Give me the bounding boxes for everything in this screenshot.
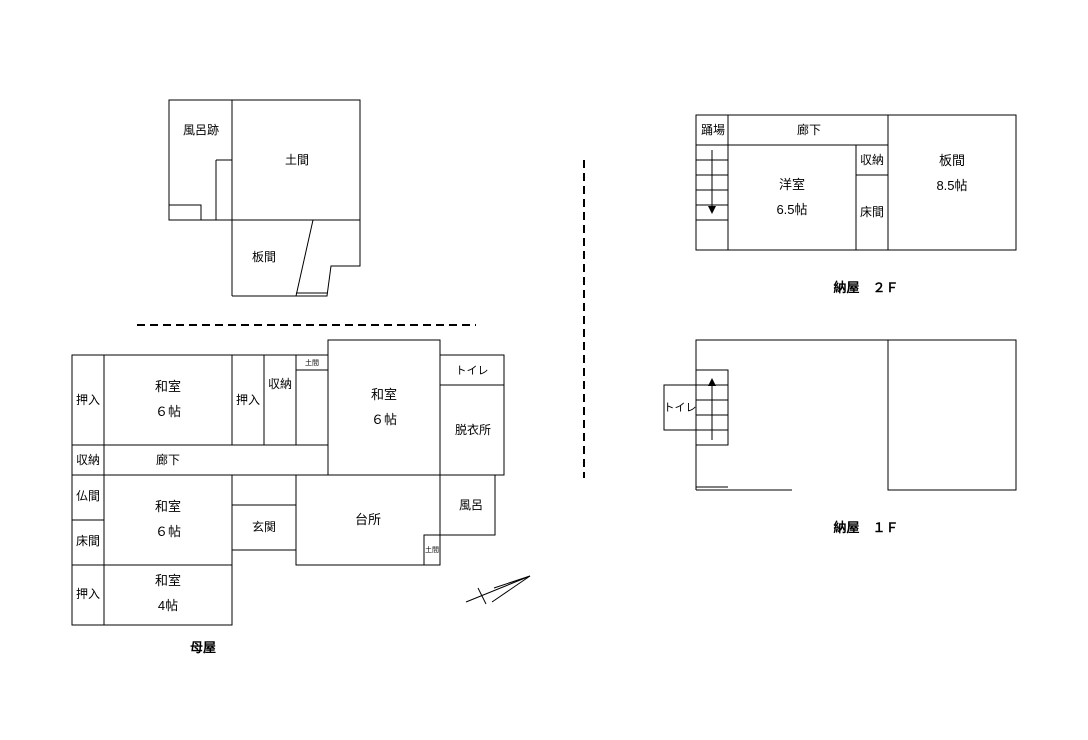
room-label-corridor-main: 廊下 — [156, 452, 180, 467]
caption-storage-2f: 納屋 ２Ｆ — [833, 280, 898, 295]
room-label-shuno-1: 収納 — [268, 377, 292, 391]
room-label-doma-top: 土間 — [285, 153, 309, 167]
room-label-washitsu-1: 和室 — [155, 379, 181, 394]
room-label-kitchen: 台所 — [355, 512, 381, 527]
room-label-oshiire-3: 押入 — [76, 587, 100, 601]
room-label-tokoma: 床間 — [76, 534, 100, 548]
room-label-oshiire-1: 押入 — [76, 393, 100, 407]
room-label-itama-top: 板間 — [252, 250, 276, 264]
storage-2f: 踊場 廊下 洋室 6.5帖 収納 床間 板間 8.5帖 納屋 ２Ｆ — [695, 114, 1017, 295]
room-label-oshiire-2: 押入 — [236, 393, 260, 407]
room-label-corridor-2f: 廊下 — [797, 122, 821, 137]
room-size-washitsu-2: ６帖 — [371, 412, 397, 427]
room-label-toilet-main: トイレ — [456, 365, 489, 377]
room-label-doma-small-2: 土間 — [425, 545, 439, 554]
annex-building: 風呂跡 土間 板間 — [168, 99, 361, 297]
room-size-washitsu-4: 4帖 — [158, 598, 178, 613]
stair-arrow-up-icon — [708, 378, 716, 386]
caption-storage-1f: 納屋 １Ｆ — [833, 520, 898, 535]
room-size-western: 6.5帖 — [776, 202, 807, 217]
room-label-shuno-2: 収納 — [76, 453, 100, 467]
room-label-genkan: 玄関 — [252, 519, 276, 534]
room-label-itama-2f: 板間 — [939, 153, 965, 168]
room-label-western: 洋室 — [779, 177, 805, 192]
north-arrow-icon — [465, 575, 531, 605]
room-label-doma-small-1: 土間 — [305, 358, 319, 367]
room-label-washitsu-4: 和室 — [155, 573, 181, 588]
caption-main-house: 母屋 — [190, 640, 216, 655]
room-label-washitsu-2: 和室 — [371, 387, 397, 402]
room-size-itama-2f: 8.5帖 — [936, 178, 967, 193]
room-label-tokoma-2f: 床間 — [860, 205, 884, 219]
room-label-bath: 風呂 — [459, 498, 483, 512]
stair-arrow-down-icon — [708, 206, 716, 214]
room-label-bath-ruins: 風呂跡 — [183, 122, 219, 137]
room-size-washitsu-1: ６帖 — [155, 404, 181, 419]
room-label-washitsu-3: 和室 — [155, 499, 181, 514]
storage-1f: トイレ 納屋 １Ｆ — [663, 339, 1017, 535]
room-label-landing: 踊場 — [701, 123, 725, 137]
room-label-toilet-1f: トイレ — [664, 402, 697, 414]
room-size-washitsu-3: ６帖 — [155, 524, 181, 539]
main-house: 押入 和室 ６帖 押入 収納 土間 和室 ６帖 トイレ 脱衣所 収納 廊下 仏間… — [71, 339, 505, 655]
room-label-butsuma: 仏間 — [76, 489, 100, 503]
room-label-dressing: 脱衣所 — [455, 422, 491, 437]
room-label-shuno-2f: 収納 — [860, 153, 884, 167]
